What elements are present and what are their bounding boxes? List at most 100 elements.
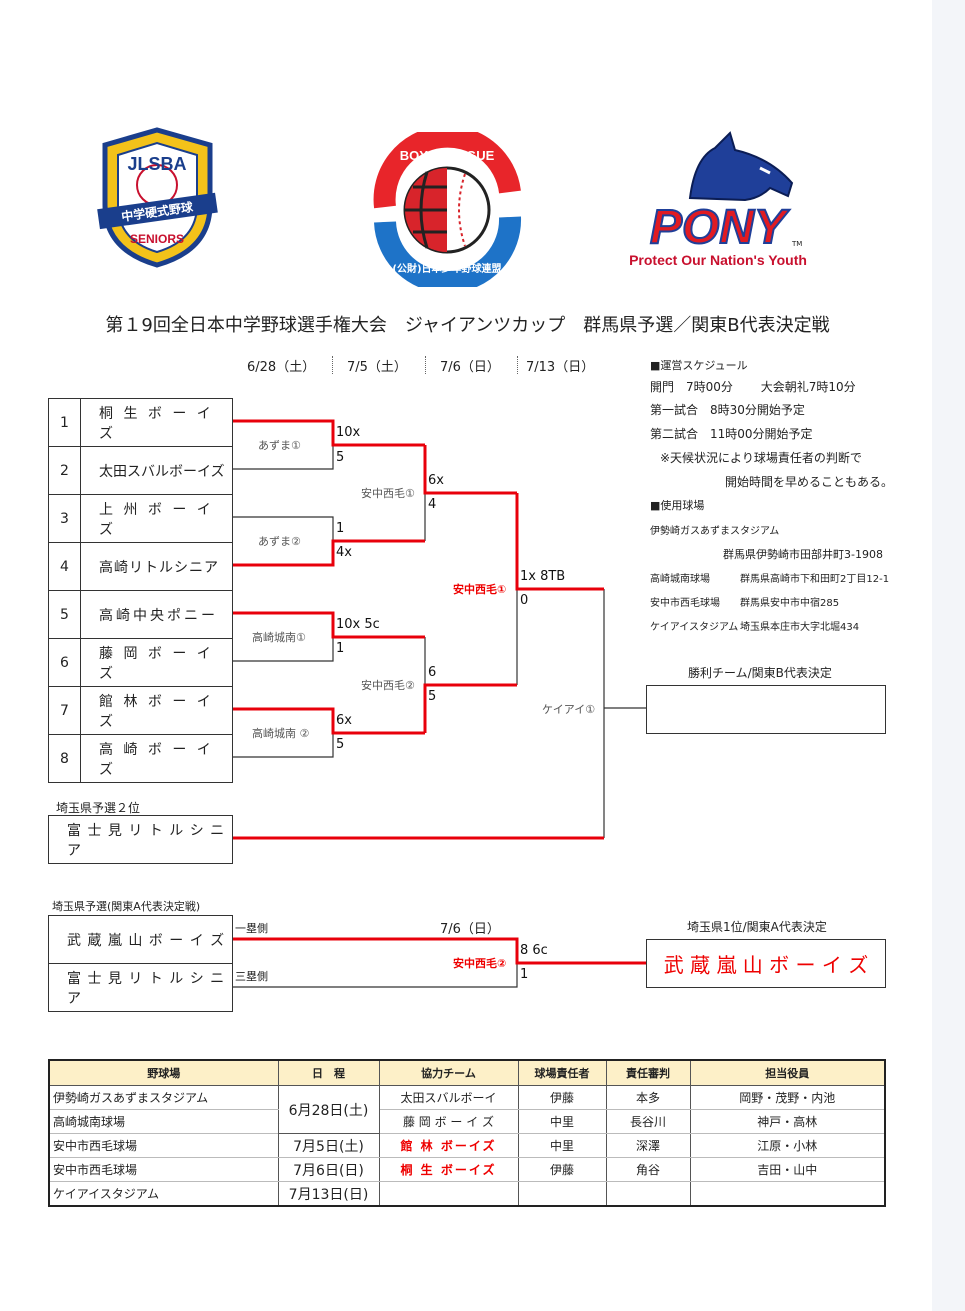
venues-heading: ■使用球場: [650, 499, 705, 512]
column-header: 球場責任者: [517, 1059, 607, 1086]
bracket-line: [232, 733, 334, 758]
score: 6x: [428, 473, 444, 488]
jlsba-logo: JLSBA 中学硬式野球 SENIORS: [97, 127, 218, 268]
third-base-side: 三塁側: [235, 970, 268, 983]
cell-umpire: 長谷川: [605, 1109, 691, 1134]
score: 5: [428, 689, 437, 704]
winning-path-line: [423, 445, 517, 495]
score: 0: [520, 593, 529, 608]
seed-number: 6: [49, 639, 81, 686]
team-row: 武 蔵 嵐 山 ボ ー イ ズ: [48, 915, 233, 964]
cell-officers: 江原・小林: [689, 1133, 886, 1158]
cell-umpire: 本多: [605, 1085, 691, 1110]
team-row: 6 藤 岡 ボ ー イ ズ: [48, 638, 233, 687]
venue-label: 安中西毛②: [361, 679, 415, 692]
date-final: 7/13（日）: [526, 360, 595, 375]
team-name: 太田スバルボーイズ: [99, 463, 225, 480]
team-name: 武 蔵 嵐 山 ボ ー イ ズ: [67, 932, 226, 949]
winning-path-line: [423, 683, 517, 733]
venue-name: 高崎城南球場: [650, 574, 710, 585]
team-name: 高崎中央ポニー: [99, 607, 218, 624]
schedule-game2: 第二試合 11時00分開始予定: [650, 427, 813, 441]
cell-venue: 伊勢崎ガスあずまスタジアム: [48, 1085, 279, 1110]
jlsba-logo-text: JLSBA: [127, 154, 186, 174]
seed-number: 8: [49, 735, 81, 782]
team-name: 藤 岡 ボ ー イ ズ: [99, 645, 214, 682]
schedule-game1: 第一試合 8時30分開始予定: [650, 403, 805, 417]
cell-date: 7月5日(土): [277, 1133, 380, 1158]
winning-path-line: [232, 611, 425, 639]
team-name: 高崎リトルシニア: [99, 559, 219, 576]
cell-umpire: 深澤: [605, 1133, 691, 1158]
venue-name: ケイアイスタジアム: [650, 622, 739, 633]
winner-a-box: 武 蔵 嵐 山 ボ ー イ ズ: [646, 939, 886, 988]
team-row: 2 太田スバルボーイズ: [48, 446, 233, 495]
winning-path-line: [232, 419, 425, 447]
boys-league-logo: BOYS LEAGUE (公財)日本少年野球連盟: [373, 132, 522, 287]
page-title: 第１9回全日本中学野球選手権大会 ジャイアンツカップ 群馬県予選／関東B代表決定…: [105, 315, 830, 336]
score: 1: [336, 641, 345, 656]
pony-tagline: Protect Our Nation's Youth: [629, 252, 807, 268]
date-round2: 7/5（土）: [347, 360, 407, 375]
cell-date: 7月13日(日): [277, 1181, 380, 1207]
winning-path-line: [232, 539, 425, 567]
winner-b-label: 勝利チーム/関東B代表決定: [688, 666, 832, 680]
cell-team: [378, 1181, 519, 1207]
winner-a-team: 武 蔵 嵐 山 ボ ー イ ズ: [663, 953, 869, 977]
venue-name: 安中市西毛球場: [650, 598, 720, 609]
team-name: 富 士 見 リ ト ル シ ニ ア: [67, 822, 226, 859]
table-row: ケイアイスタジアム 7月13日(日): [48, 1181, 886, 1207]
seed-number: 2: [49, 447, 81, 494]
column-header: 責任審判: [605, 1059, 691, 1086]
pony-logo: PONY TM Protect Our Nation's Youth: [629, 131, 807, 268]
saitama-2nd-label: 埼玉県予選２位: [56, 801, 141, 815]
column-header: 協力チーム: [378, 1059, 519, 1086]
cell-umpire: [605, 1181, 691, 1207]
table-row: 伊勢崎ガスあずまスタジアム 6月28日(土) 太田スバルボーイ 伊藤 本多 岡野…: [48, 1085, 886, 1134]
cell-team: 太田スバルボーイ: [378, 1085, 519, 1110]
winner-a-label: 埼玉県1位/関東A代表決定: [687, 920, 827, 934]
score: 1x 8TB: [520, 569, 566, 584]
bracket-line: [232, 963, 518, 988]
cell-team: 館 林 ボーイズ: [378, 1133, 519, 1158]
winning-path-line: [515, 493, 604, 591]
score: 10x: [336, 425, 361, 440]
score: 1: [336, 521, 345, 536]
cell-manager: 中里: [517, 1133, 607, 1158]
column-header: 担当役員: [689, 1059, 886, 1086]
seed-number: 7: [49, 687, 81, 734]
cell-manager: [517, 1181, 607, 1207]
scrollbar-track[interactable]: [932, 0, 965, 1311]
score: 4: [428, 497, 437, 512]
cell-manager: 中里: [517, 1109, 607, 1134]
boys-logo-top: BOYS LEAGUE: [400, 148, 495, 163]
cell-officers: 神戸・高林: [689, 1109, 886, 1134]
cell-venue: 高崎城南球場: [48, 1109, 279, 1134]
cell-team: 藤 岡 ボ ー イ ズ: [378, 1109, 519, 1134]
venue-label: あずま②: [258, 535, 301, 548]
schedule-note: ※天候状況により球場責任者の判断で: [660, 451, 862, 465]
saitama-a-label: 埼玉県予選(関東A代表決定戦): [52, 900, 201, 913]
cell-venue: ケイアイスタジアム: [48, 1181, 279, 1207]
winner-b-box: [646, 685, 886, 734]
score: 5: [336, 450, 345, 465]
winning-path-line: [232, 707, 425, 735]
column-header: 野球場: [48, 1059, 279, 1086]
schedule-open: 開門 7時00分 大会朝礼7時10分: [650, 380, 856, 394]
cell-officers: 吉田・山中: [689, 1157, 886, 1182]
venue-label-a-final: 安中西毛②: [453, 957, 507, 970]
score: 4x: [336, 545, 352, 560]
seed-number: 5: [49, 591, 81, 638]
venue-label: 高崎城南①: [252, 631, 306, 644]
team-row: 富 士 見 リ ト ル シ ニ ア: [48, 963, 233, 1012]
score: 6: [428, 665, 437, 680]
venue-address: 埼玉県本庄市大字北堀434: [740, 622, 860, 633]
team-row: 7 館 林 ボ ー イ ズ: [48, 686, 233, 735]
team-name: 高 崎 ボ ー イ ズ: [99, 741, 214, 778]
team-name: 富 士 見 リ ト ル シ ニ ア: [67, 970, 226, 1007]
table-header-row: 野球場 日 程 協力チーム 球場責任者 責任審判 担当役員: [48, 1059, 886, 1086]
venue-label: 高崎城南 ②: [252, 727, 310, 740]
team-name: 館 林 ボ ー イ ズ: [99, 693, 214, 730]
